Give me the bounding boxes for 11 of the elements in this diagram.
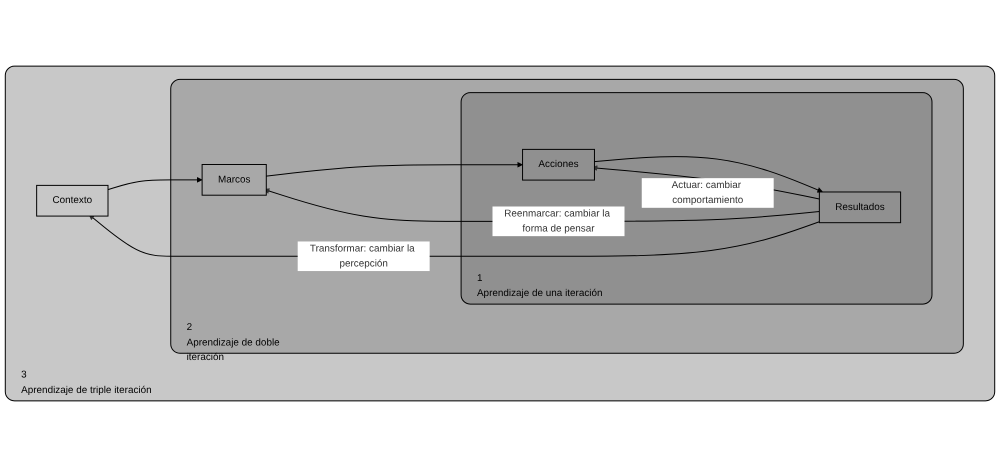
- node-box: Contexto: [36, 184, 108, 217]
- node-box: Marcos: [202, 164, 267, 196]
- arrow: [266, 162, 523, 177]
- node-box: Resultados: [818, 191, 902, 224]
- arrow: [108, 176, 202, 190]
- edge-label: Reenmarcar: cambiar la forma de pensar: [504, 208, 610, 234]
- node-label: iteración: [186, 351, 224, 363]
- edge-label: Transformar: cambiar la percepción: [310, 242, 415, 269]
- node-box: Acciones: [522, 148, 595, 181]
- arrow: [594, 156, 823, 193]
- edge-label: Actuar: cambiar comportamiento: [672, 179, 744, 206]
